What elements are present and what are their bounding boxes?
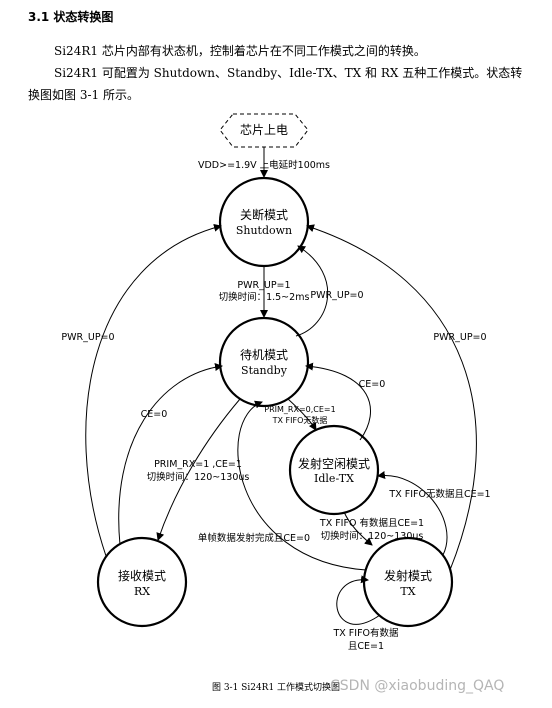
label-standby-to-idle-tx-2: TX FIFO无数据	[272, 415, 328, 425]
label-tx-loop-1: TX FIFO有数据	[332, 627, 399, 639]
label-standby-to-rx-2: 切换时间：120~130us	[147, 471, 250, 483]
label-idle-tx-to-tx-2: 切换时间：120~130us	[321, 530, 424, 542]
shutdown-circle	[218, 176, 310, 268]
node-idle-tx: 发射空闲模式 Idle-TX	[288, 424, 380, 516]
edge-idle-tx-to-tx	[343, 511, 373, 546]
label-power-to-shutdown: VDD>=1.9V 上电延时100ms	[198, 159, 330, 171]
idle-tx-circle	[288, 424, 380, 516]
label-idle-tx-to-tx-1: TX FIFO 有数据且CE=1	[319, 517, 424, 529]
edge-standby-to-rx	[156, 398, 241, 541]
shutdown-label-cn: 关断模式	[240, 207, 288, 222]
edge-rx-to-standby	[118, 363, 223, 546]
node-rx: 接收模式 RX	[96, 536, 188, 628]
edge-standby-to-shutdown	[295, 245, 329, 337]
label-standby-to-shutdown: PWR_UP=0	[310, 290, 363, 301]
power-on-label: 芯片上电	[240, 123, 288, 137]
label-tx-to-idle-tx: TX FIFO无数据且CE=1	[388, 488, 490, 500]
label-tx-to-shutdown: PWR_UP=0	[433, 332, 486, 343]
tx-label-en: TX	[400, 585, 415, 598]
rx-label-cn: 接收模式	[118, 568, 166, 583]
edge-tx-to-shutdown	[306, 224, 477, 571]
edge-tx-self-loop	[336, 575, 381, 625]
label-standby-to-rx-1: PRIM_RX=1 ,CE=1	[154, 459, 242, 470]
rx-label-en: RX	[134, 585, 150, 598]
label-standby-to-idle-tx-1: PRIM_RX=0,CE=1	[264, 405, 335, 414]
edge-idle-tx-to-standby	[305, 362, 371, 441]
figure-caption: 图 3-1 Si24R1 工作模式切换图	[211, 683, 341, 693]
shutdown-label-en: Shutdown	[236, 224, 292, 237]
label-tx-to-standby: 单帧数据发射完成且CE=0	[198, 532, 310, 544]
paragraph-modes: Si24R1 可配置为 Shutdown、Standby、Idle-TX、TX …	[28, 66, 523, 102]
label-shutdown-to-standby-2: 切换时间：1.5~2ms	[219, 291, 310, 303]
edge-tx-to-standby	[237, 400, 367, 571]
section-heading: 3.1 状态转换图	[28, 10, 114, 24]
node-shutdown: 关断模式 Shutdown	[218, 176, 310, 268]
edge-standby-to-idle-tx	[287, 398, 317, 431]
node-tx: 发射模式 TX	[362, 536, 454, 628]
node-standby: 待机模式 Standby	[218, 316, 310, 408]
node-power-on: 芯片上电	[219, 113, 309, 148]
standby-label-cn: 待机模式	[240, 348, 288, 362]
standby-label-en: Standby	[241, 364, 288, 377]
rx-circle	[96, 536, 188, 628]
label-shutdown-to-standby-1: PWR_UP=1	[237, 280, 290, 291]
edge-tx-to-idle-tx	[377, 471, 448, 556]
standby-circle	[218, 316, 310, 408]
edge-rx-to-shutdown	[85, 223, 222, 557]
label-tx-loop-2: 且CE=1	[348, 641, 384, 652]
label-idle-tx-to-standby: CE=0	[359, 379, 386, 390]
watermark: CSDN @xiaobuding_QAQ	[330, 678, 505, 694]
idle-tx-label-cn: 发射空闲模式	[298, 456, 370, 471]
tx-label-cn: 发射模式	[384, 568, 432, 583]
idle-tx-label-en: Idle-TX	[314, 472, 354, 485]
label-rx-to-standby: CE=0	[141, 409, 168, 420]
paragraph-intro: Si24R1 芯片内部有状态机，控制着芯片在不同工作模式之间的转换。	[54, 44, 426, 58]
label-rx-to-shutdown: PWR_UP=0	[61, 332, 114, 343]
